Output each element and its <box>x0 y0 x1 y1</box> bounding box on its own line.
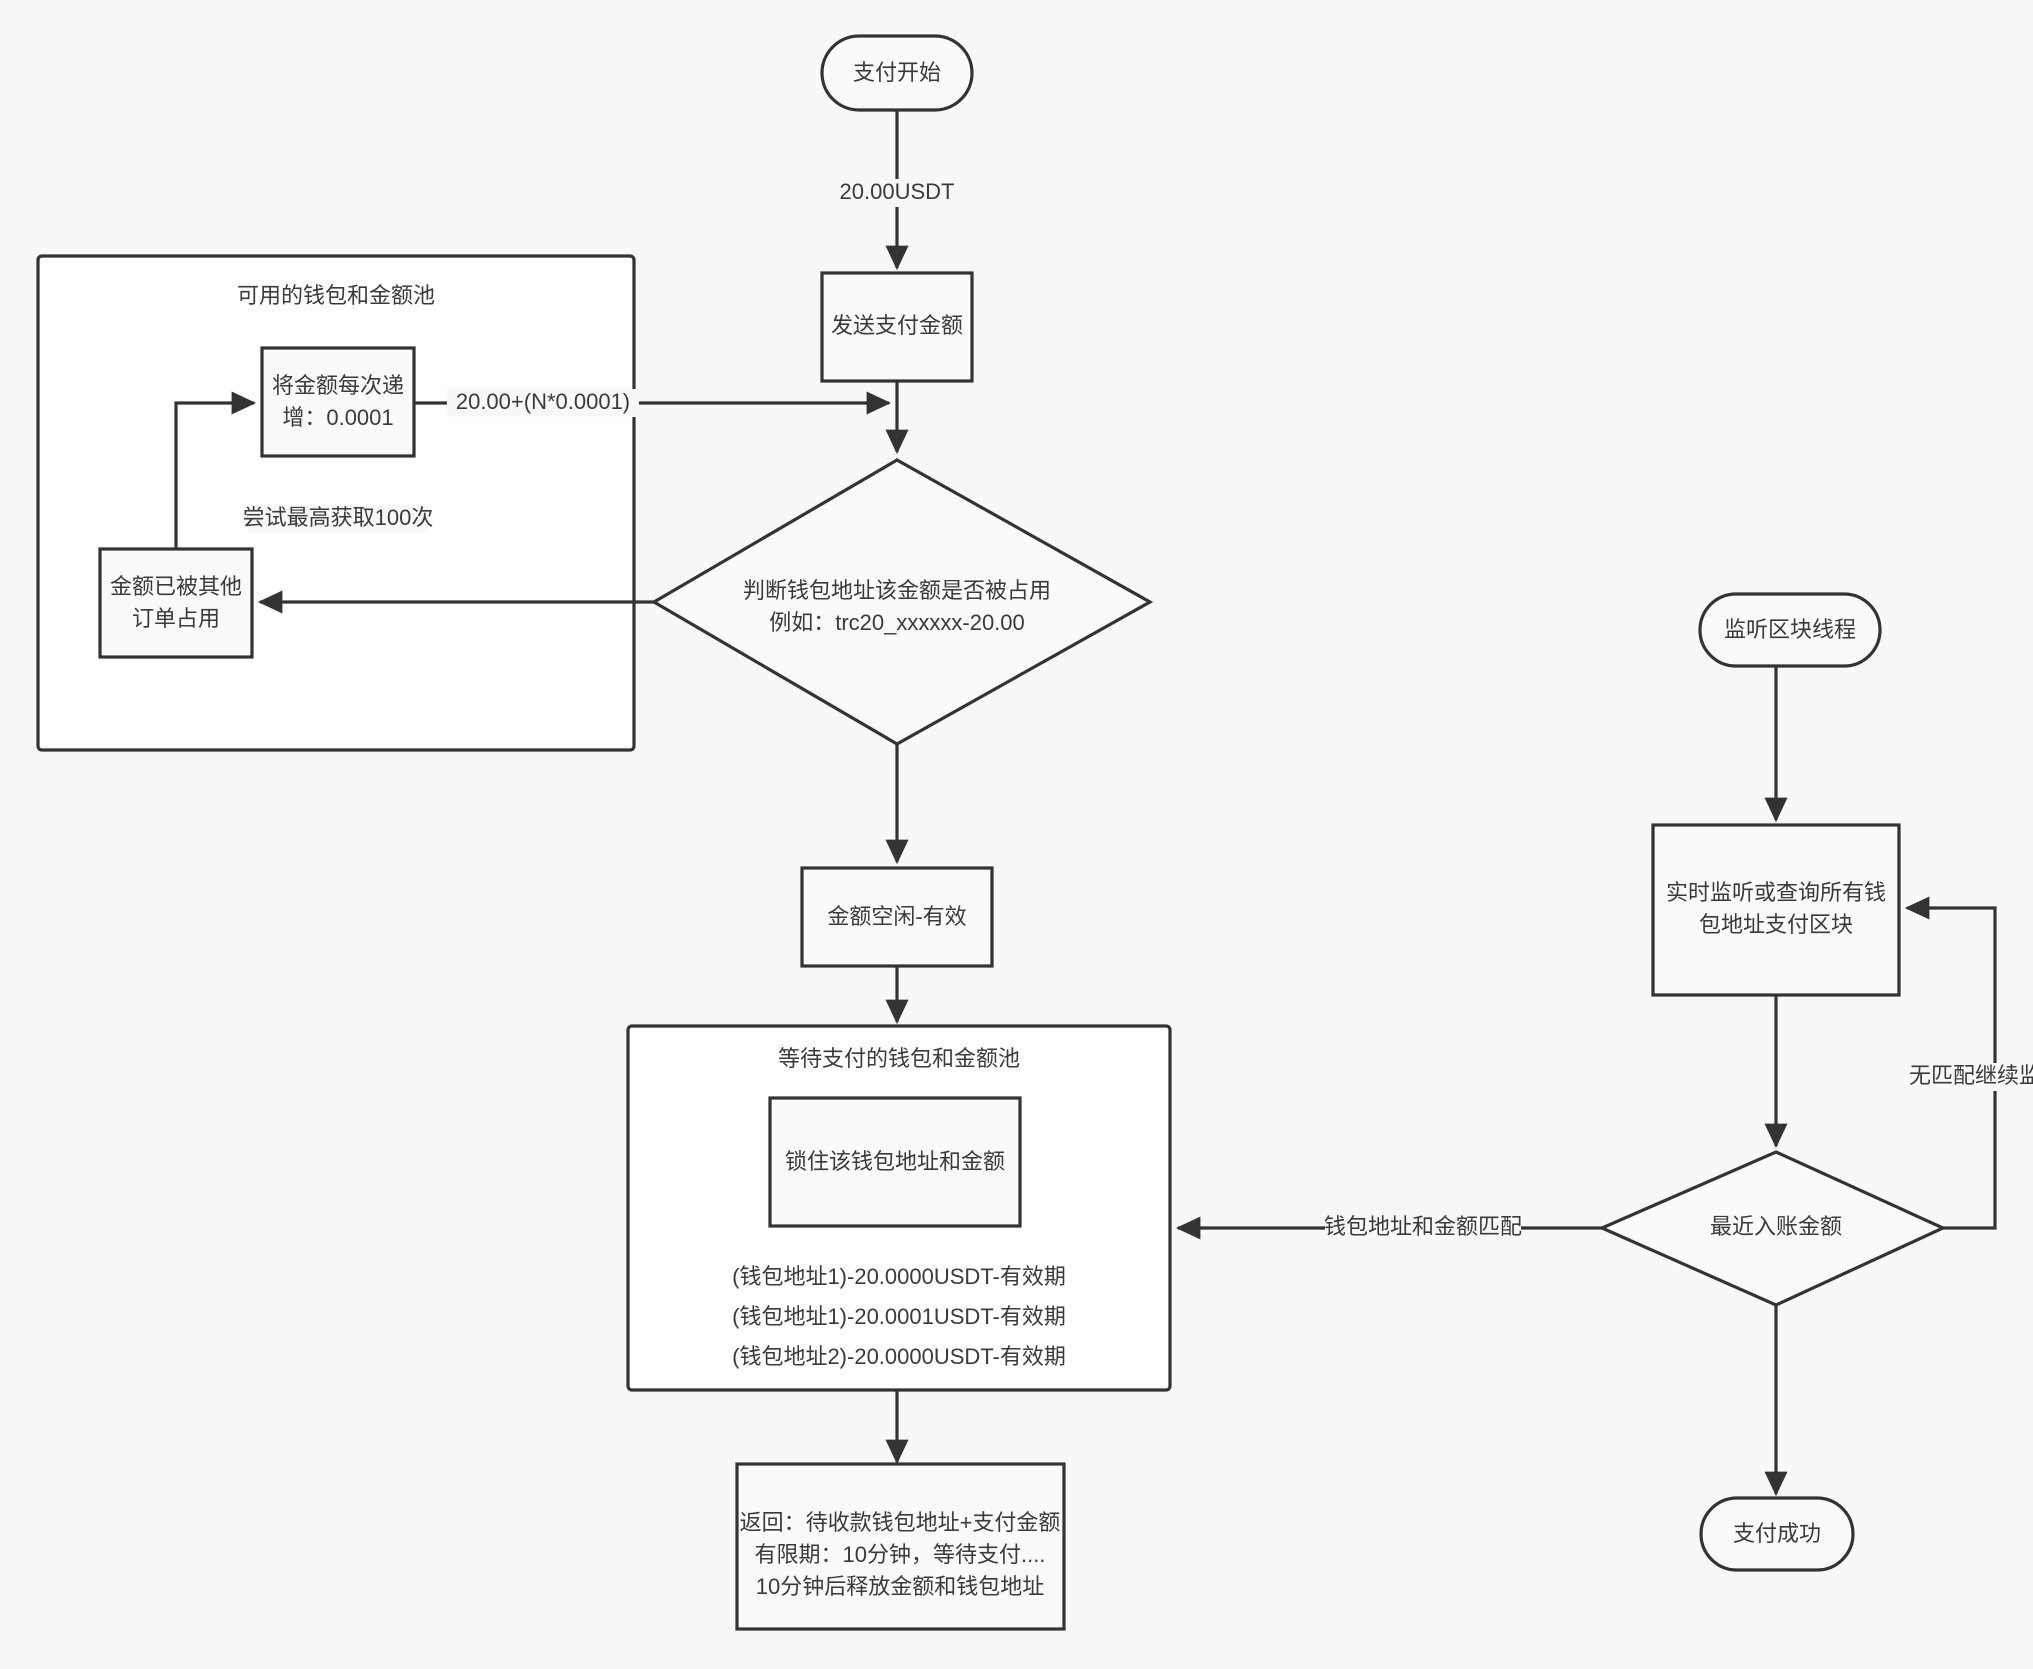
node-pay-success-label: 支付成功 <box>1733 1521 1821 1546</box>
node-decision-occupied[interactable]: 判断钱包地址该金额是否被占用 例如：trc20_xxxxxx-20.00 <box>650 458 1154 746</box>
node-decision-occupied-line1: 判断钱包地址该金额是否被占用 <box>743 578 1051 603</box>
group-waiting-pool-title: 等待支付的钱包和金额池 <box>778 1046 1020 1071</box>
edge-label-match-found-text: 钱包地址和金额匹配 <box>1324 1214 1522 1239</box>
node-return-info-box[interactable] <box>735 1462 1066 1631</box>
node-lock-wallet-box[interactable] <box>768 1096 1022 1228</box>
edge-label-start-to-send-bg <box>843 179 951 207</box>
edge-label-match-found-bg <box>1325 1214 1521 1242</box>
edge-label-start-to-send: 20.00USDT <box>840 179 955 207</box>
node-decision-occupied-line2: 例如：trc20_xxxxxx-20.00 <box>769 610 1025 635</box>
node-increment-line2: 增：0.0001 <box>282 405 393 430</box>
node-increment[interactable]: 将金额每次递 增：0.0001 <box>260 346 416 458</box>
node-lock-wallet[interactable]: 锁住该钱包地址和金额 <box>768 1096 1022 1228</box>
edge-label-retry-limit-text: 尝试最高获取100次 <box>243 505 434 530</box>
node-pay-success[interactable]: 支付成功 <box>1699 1496 1855 1572</box>
node-increment-box[interactable] <box>260 346 416 458</box>
edge-label-increment-to-flow: 20.00+(N*0.0001) <box>447 389 639 417</box>
edge-label-retry-limit: 尝试最高获取100次 <box>243 505 434 533</box>
node-pay-success-box[interactable] <box>1699 1496 1855 1572</box>
node-listen-thread-label: 监听区块线程 <box>1724 617 1856 642</box>
node-start-label: 支付开始 <box>853 60 941 85</box>
node-listen-thread[interactable]: 监听区块线程 <box>1698 592 1882 668</box>
edge-label-increment-to-flow-text: 20.00+(N*0.0001) <box>456 389 630 414</box>
edge-label-no-match-text: 无匹配继续监听 <box>1909 1063 2033 1088</box>
node-monitor-blocks[interactable]: 实时监听或查询所有钱 包地址支付区块 <box>1651 823 1901 997</box>
node-listen-thread-box[interactable] <box>1698 592 1882 668</box>
edge-occupied-to-increment <box>174 391 257 549</box>
node-return-info-line1: 返回：待收款钱包地址+支付金额 <box>740 1510 1061 1535</box>
edge-label-no-match-bg <box>1893 1063 2033 1091</box>
node-return-info[interactable]: 返回：待收款钱包地址+支付金额 有限期：10分钟，等待支付.... 10分钟后释… <box>735 1462 1066 1631</box>
edge-label-match-found: 钱包地址和金额匹配 <box>1324 1214 1522 1242</box>
group-available-pool-title: 可用的钱包和金额池 <box>237 283 435 308</box>
node-lock-wallet-label: 锁住该钱包地址和金额 <box>785 1149 1005 1174</box>
node-occupied-by-other-line1: 金额已被其他 <box>110 574 242 599</box>
node-start[interactable]: 支付开始 <box>820 34 974 112</box>
node-decision-recent[interactable]: 最近入账金额 <box>1598 1150 1947 1307</box>
node-send-amount[interactable]: 发送支付金额 <box>820 271 974 383</box>
waiting-pool-entry-3: (钱包地址2)-20.0000USDT-有效期 <box>732 1344 1066 1369</box>
edge-label-start-to-send-text: 20.00USDT <box>840 179 955 204</box>
node-occupied-by-other-box[interactable] <box>98 547 254 659</box>
node-send-amount-box[interactable] <box>820 271 974 383</box>
node-monitor-blocks-line1: 实时监听或查询所有钱 <box>1666 880 1886 905</box>
waiting-pool-entry-1: (钱包地址1)-20.0000USDT-有效期 <box>732 1264 1066 1289</box>
node-occupied-by-other-line2: 订单占用 <box>132 606 220 631</box>
waiting-pool-entry-2: (钱包地址1)-20.0001USDT-有效期 <box>732 1304 1066 1329</box>
node-amount-free[interactable]: 金额空闲-有效 <box>800 866 994 968</box>
edge-label-retry-limit-bg <box>248 505 428 533</box>
edge-label-no-match: 无匹配继续监听 <box>1893 1063 2033 1091</box>
group-available-pool: 可用的钱包和金额池 <box>36 254 636 752</box>
node-send-amount-label: 发送支付金额 <box>831 313 963 338</box>
node-amount-free-box[interactable] <box>800 866 994 968</box>
node-return-info-line3: 10分钟后释放金额和钱包地址 <box>756 1574 1044 1599</box>
node-monitor-blocks-line2: 包地址支付区块 <box>1699 912 1853 937</box>
group-available-pool-box <box>36 254 636 752</box>
node-return-info-line2: 有限期：10分钟，等待支付.... <box>755 1542 1046 1567</box>
node-monitor-blocks-box[interactable] <box>1651 823 1901 997</box>
node-increment-line1: 将金额每次递 <box>272 373 404 398</box>
node-decision-recent-label: 最近入账金额 <box>1710 1214 1842 1239</box>
node-amount-free-label: 金额空闲-有效 <box>827 904 966 929</box>
edge-label-increment-to-flow-bg <box>447 389 639 417</box>
node-occupied-by-other[interactable]: 金额已被其他 订单占用 <box>98 547 254 659</box>
